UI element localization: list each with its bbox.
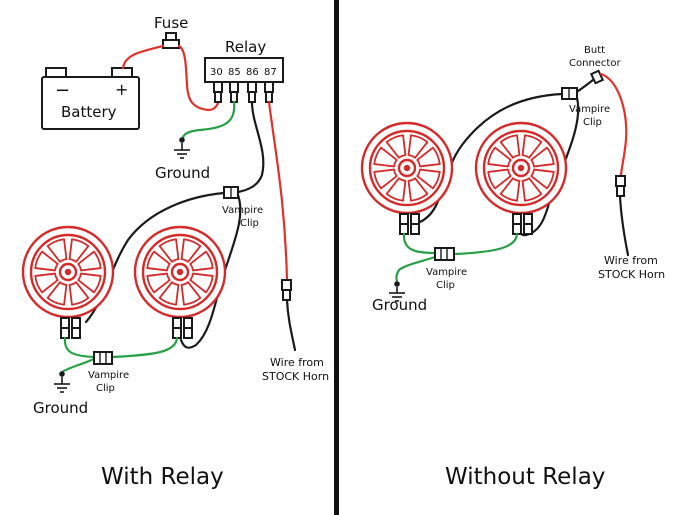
vampire-clip-upper-right-l1: Vampire (569, 104, 610, 115)
relay-pin-86: 86 (246, 67, 259, 78)
horn-right-1 (360, 121, 454, 215)
fuse-label: Fuse (154, 14, 188, 32)
wire-from-label-l1: Wire from (270, 356, 324, 369)
ground-label-right: Ground (372, 296, 427, 314)
butt-connector-l1: Butt (584, 45, 605, 56)
battery: − + Battery (41, 67, 140, 130)
vampire-clip-upper-left (223, 186, 239, 199)
horn-left-2 (133, 225, 227, 319)
relay-pin-30: 30 (210, 67, 223, 78)
vampire-clip-lower-left-l2: Clip (96, 383, 115, 394)
ground-symbol-right (389, 281, 405, 302)
vampire-clip-lower-right (434, 247, 455, 261)
battery-plus: + (115, 80, 128, 99)
vampire-clip-lower-right-l1: Vampire (426, 267, 467, 278)
vampire-clip-upper-left-l1: Vampire (222, 205, 263, 216)
fuse: Fuse (154, 14, 188, 49)
horn-right-2 (474, 121, 568, 215)
stock-horn-connector-right (615, 175, 626, 197)
panel-divider (334, 0, 339, 515)
relay-label: Relay (225, 38, 266, 56)
relay-pin-85: 85 (228, 67, 241, 78)
battery-minus: − (55, 80, 70, 101)
wire-from-right-l2: STOCK Horn (598, 268, 665, 281)
relay-pin-87: 87 (264, 67, 277, 78)
panel-without-relay: Butt Connector Wire from STOCK Horn Vamp… (360, 45, 665, 490)
relay: Relay 30 85 86 87 (204, 38, 284, 103)
battery-label: Battery (61, 103, 117, 121)
panel-title-with-relay: With Relay (101, 464, 224, 490)
ground-label-top: Ground (155, 164, 210, 182)
ground-label-bottom-left: Ground (33, 399, 88, 417)
horn-terminals-left (60, 317, 193, 339)
horn-left-1 (21, 225, 115, 319)
wire-from-label-l2: STOCK Horn (262, 370, 329, 383)
vampire-clip-upper-right-l2: Clip (583, 117, 602, 128)
vampire-clip-lower-left-l1: Vampire (88, 370, 129, 381)
ground-symbol-bottom-left (54, 371, 70, 393)
vampire-clip-upper-right (561, 87, 578, 100)
stock-horn-connector-left (281, 279, 292, 301)
panel-with-relay: − + Battery Fuse Relay 30 85 86 87 (21, 14, 329, 490)
panel-title-without-relay: Without Relay (445, 464, 605, 490)
butt-connector (589, 69, 605, 85)
vampire-clip-upper-left-l2: Clip (240, 218, 259, 229)
vampire-clip-lower-left (93, 351, 113, 365)
ground-symbol-top (174, 137, 190, 159)
vampire-clip-lower-right-l2: Clip (436, 280, 455, 291)
butt-connector-l2: Connector (569, 58, 621, 69)
horn-terminals-right (399, 213, 533, 235)
wire-from-right-l1: Wire from (604, 254, 658, 267)
